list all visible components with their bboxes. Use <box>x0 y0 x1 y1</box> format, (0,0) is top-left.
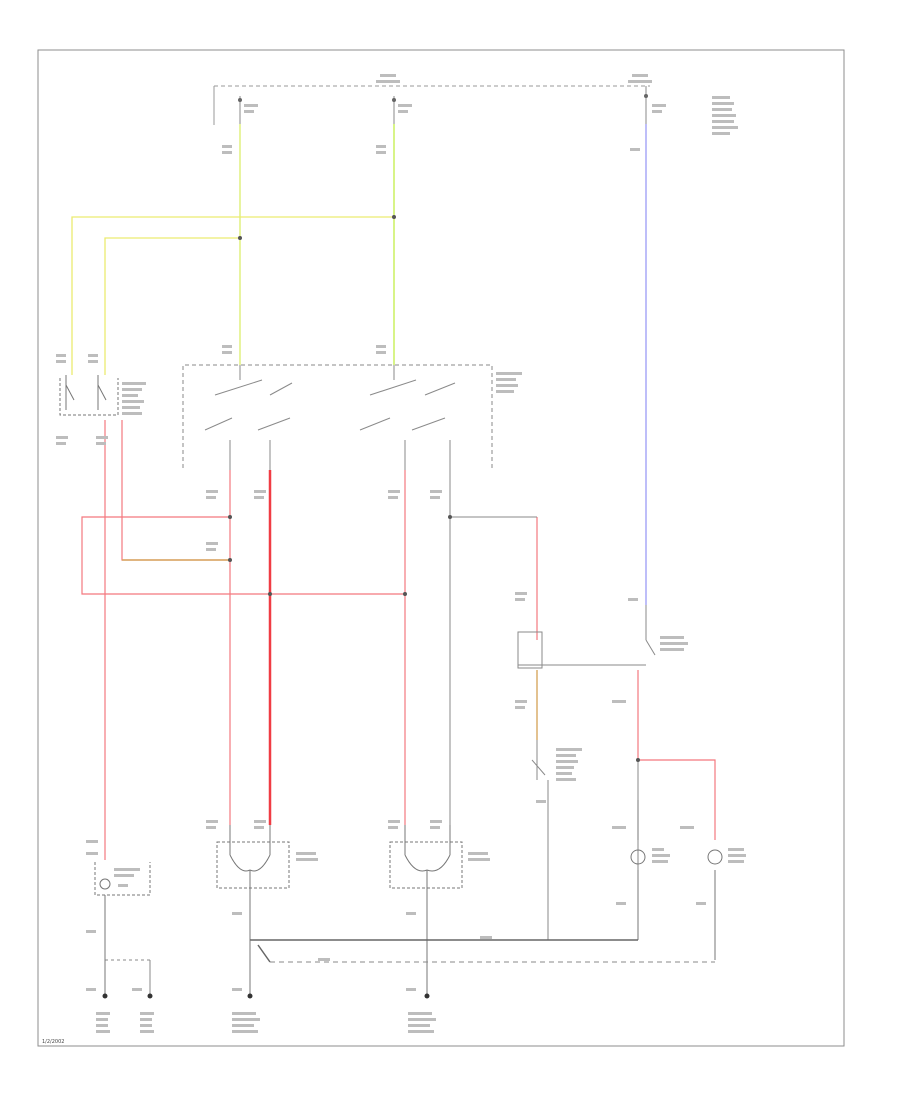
ground-bus-dashed <box>105 959 715 995</box>
junction <box>238 236 242 240</box>
indicator-lamp <box>94 862 151 960</box>
power-bus <box>213 85 650 125</box>
diagram-frame <box>37 49 845 1047</box>
fuse-right <box>644 86 648 124</box>
right-headlight <box>389 825 463 995</box>
red-wires <box>81 420 716 860</box>
left-high-beam <box>630 800 646 940</box>
fuse-middle <box>392 96 396 124</box>
left-switch <box>59 375 119 416</box>
junction-dots <box>228 515 640 762</box>
reference-code: 1/2/2002 <box>42 1039 64 1045</box>
headlight-switch-assembly <box>182 364 493 470</box>
ground-points <box>102 940 430 999</box>
left-headlight <box>216 825 290 940</box>
faint-labels <box>56 74 746 1033</box>
gray-wires <box>449 470 656 940</box>
fuse-left <box>238 96 242 124</box>
right-high-beam <box>707 849 723 960</box>
junction <box>392 215 396 219</box>
yellow-wires <box>71 124 395 375</box>
ground-bus <box>250 939 638 963</box>
